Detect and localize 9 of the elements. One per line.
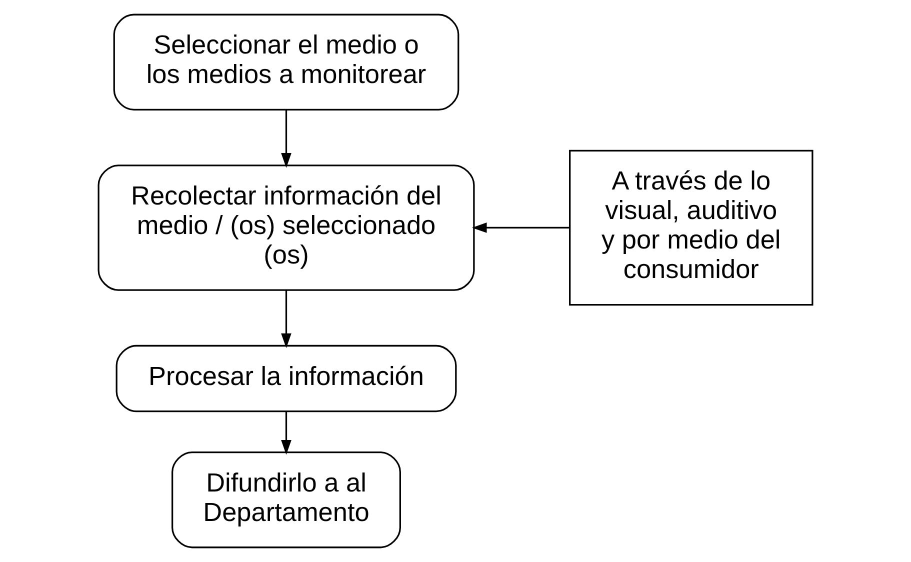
node-box: Procesar la información — [116, 344, 457, 412]
node-box: Recolectar información del medio / (os) seleccionado (os) — [98, 164, 475, 291]
node-box: A través de lo visual, auditivo y por medio del consumidor — [569, 150, 814, 306]
arrow — [281, 290, 292, 348]
arrow — [472, 222, 570, 233]
arrow — [281, 412, 292, 455]
node-box: Seleccionar el medio o los medios a monitorear — [113, 14, 460, 111]
arrow — [281, 110, 292, 168]
node-box: Difundirlo a al Departamento — [172, 451, 401, 548]
